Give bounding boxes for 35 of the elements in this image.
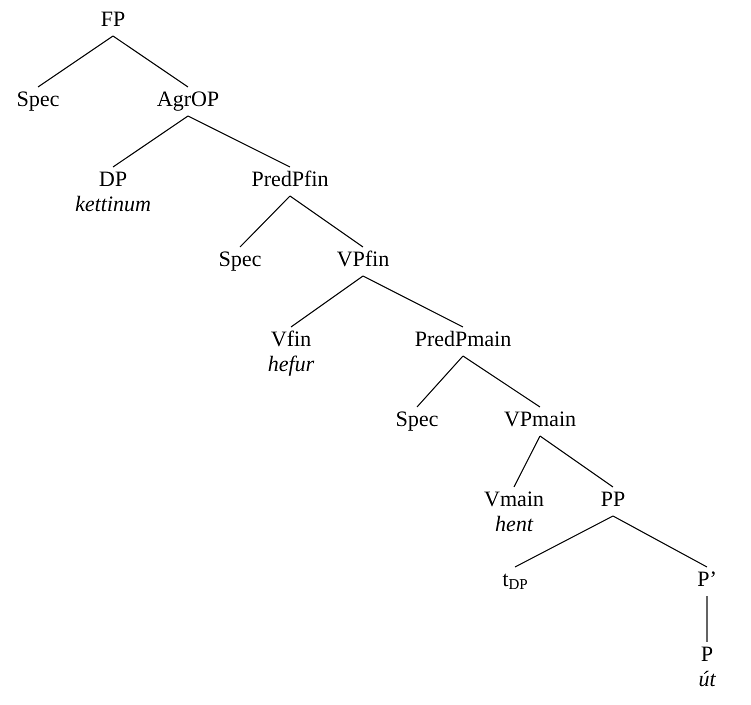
category-label: PP — [600, 486, 626, 511]
tree-branch — [362, 275, 464, 328]
tree-branch — [706, 596, 708, 642]
category-label: DP — [98, 166, 128, 191]
tree-branch — [240, 196, 290, 248]
category-label: PredPmain — [414, 326, 512, 351]
word-label: hent — [494, 511, 534, 536]
category-label: Spec — [218, 246, 262, 271]
word-label: út — [698, 666, 716, 691]
tree-branch — [514, 515, 614, 568]
category-label: Vfin — [270, 326, 312, 351]
tree-branch — [290, 196, 364, 248]
tree-branch — [540, 436, 614, 488]
category-label: Spec — [16, 86, 60, 111]
category-label: VPfin — [336, 246, 390, 271]
category-label: PredPfin — [252, 166, 328, 191]
tree-branch — [112, 116, 188, 168]
tree-branch — [612, 515, 708, 568]
tree-branch — [188, 115, 290, 168]
category-label: AgrOP — [156, 86, 220, 111]
category-label: FP — [100, 6, 126, 31]
tree-branch — [112, 36, 188, 88]
category-label: P — [700, 641, 714, 666]
tree-branch — [290, 276, 364, 328]
category-label: VPmain — [504, 406, 576, 431]
category-label: Vmain — [484, 486, 544, 511]
tree-branch — [38, 36, 114, 88]
tree-branch — [462, 356, 540, 408]
category-label: P’ — [697, 566, 717, 591]
word-label: hefur — [268, 351, 314, 376]
category-label: Spec — [396, 406, 438, 431]
tree-branch — [513, 436, 541, 488]
category-label: t$_{DP}$ — [502, 566, 528, 595]
tree-branch — [416, 356, 464, 408]
word-label: kettinum — [75, 191, 151, 216]
